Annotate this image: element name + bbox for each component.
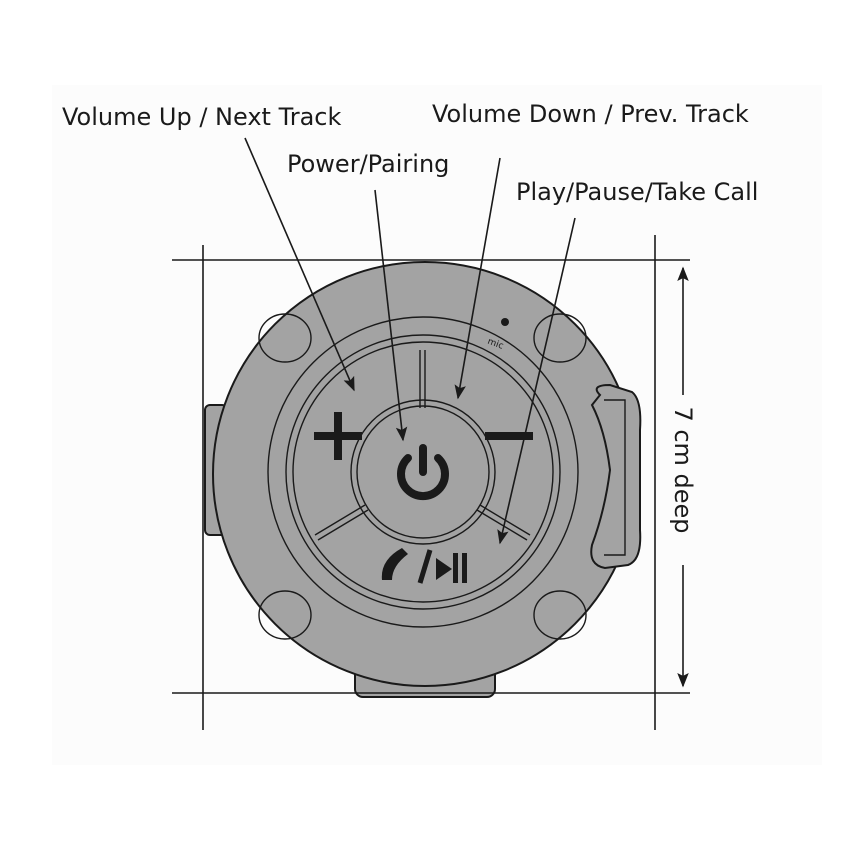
side-clip bbox=[590, 383, 642, 570]
power-icon bbox=[397, 444, 449, 501]
plus-icon[interactable] bbox=[314, 412, 362, 460]
depth-label: 7 cm deep bbox=[669, 406, 697, 533]
bump bbox=[533, 313, 587, 363]
label-volume-up: Volume Up / Next Track bbox=[62, 103, 341, 131]
play-pause-icon[interactable] bbox=[436, 553, 467, 583]
power-button[interactable] bbox=[356, 405, 490, 539]
bump bbox=[258, 313, 312, 363]
leader-play-pause bbox=[497, 217, 576, 545]
mic-hole bbox=[501, 318, 509, 326]
leader-power bbox=[374, 189, 408, 442]
bump bbox=[258, 590, 312, 640]
leader-volume-up bbox=[244, 137, 355, 392]
label-power: Power/Pairing bbox=[287, 150, 449, 178]
label-volume-down: Volume Down / Prev. Track bbox=[432, 100, 749, 128]
bump bbox=[533, 590, 587, 640]
slash-icon bbox=[417, 549, 433, 584]
phone-icon[interactable] bbox=[381, 548, 408, 580]
leader-volume-down bbox=[454, 157, 501, 400]
minus-icon[interactable] bbox=[485, 432, 533, 440]
label-play-pause: Play/Pause/Take Call bbox=[516, 178, 758, 206]
